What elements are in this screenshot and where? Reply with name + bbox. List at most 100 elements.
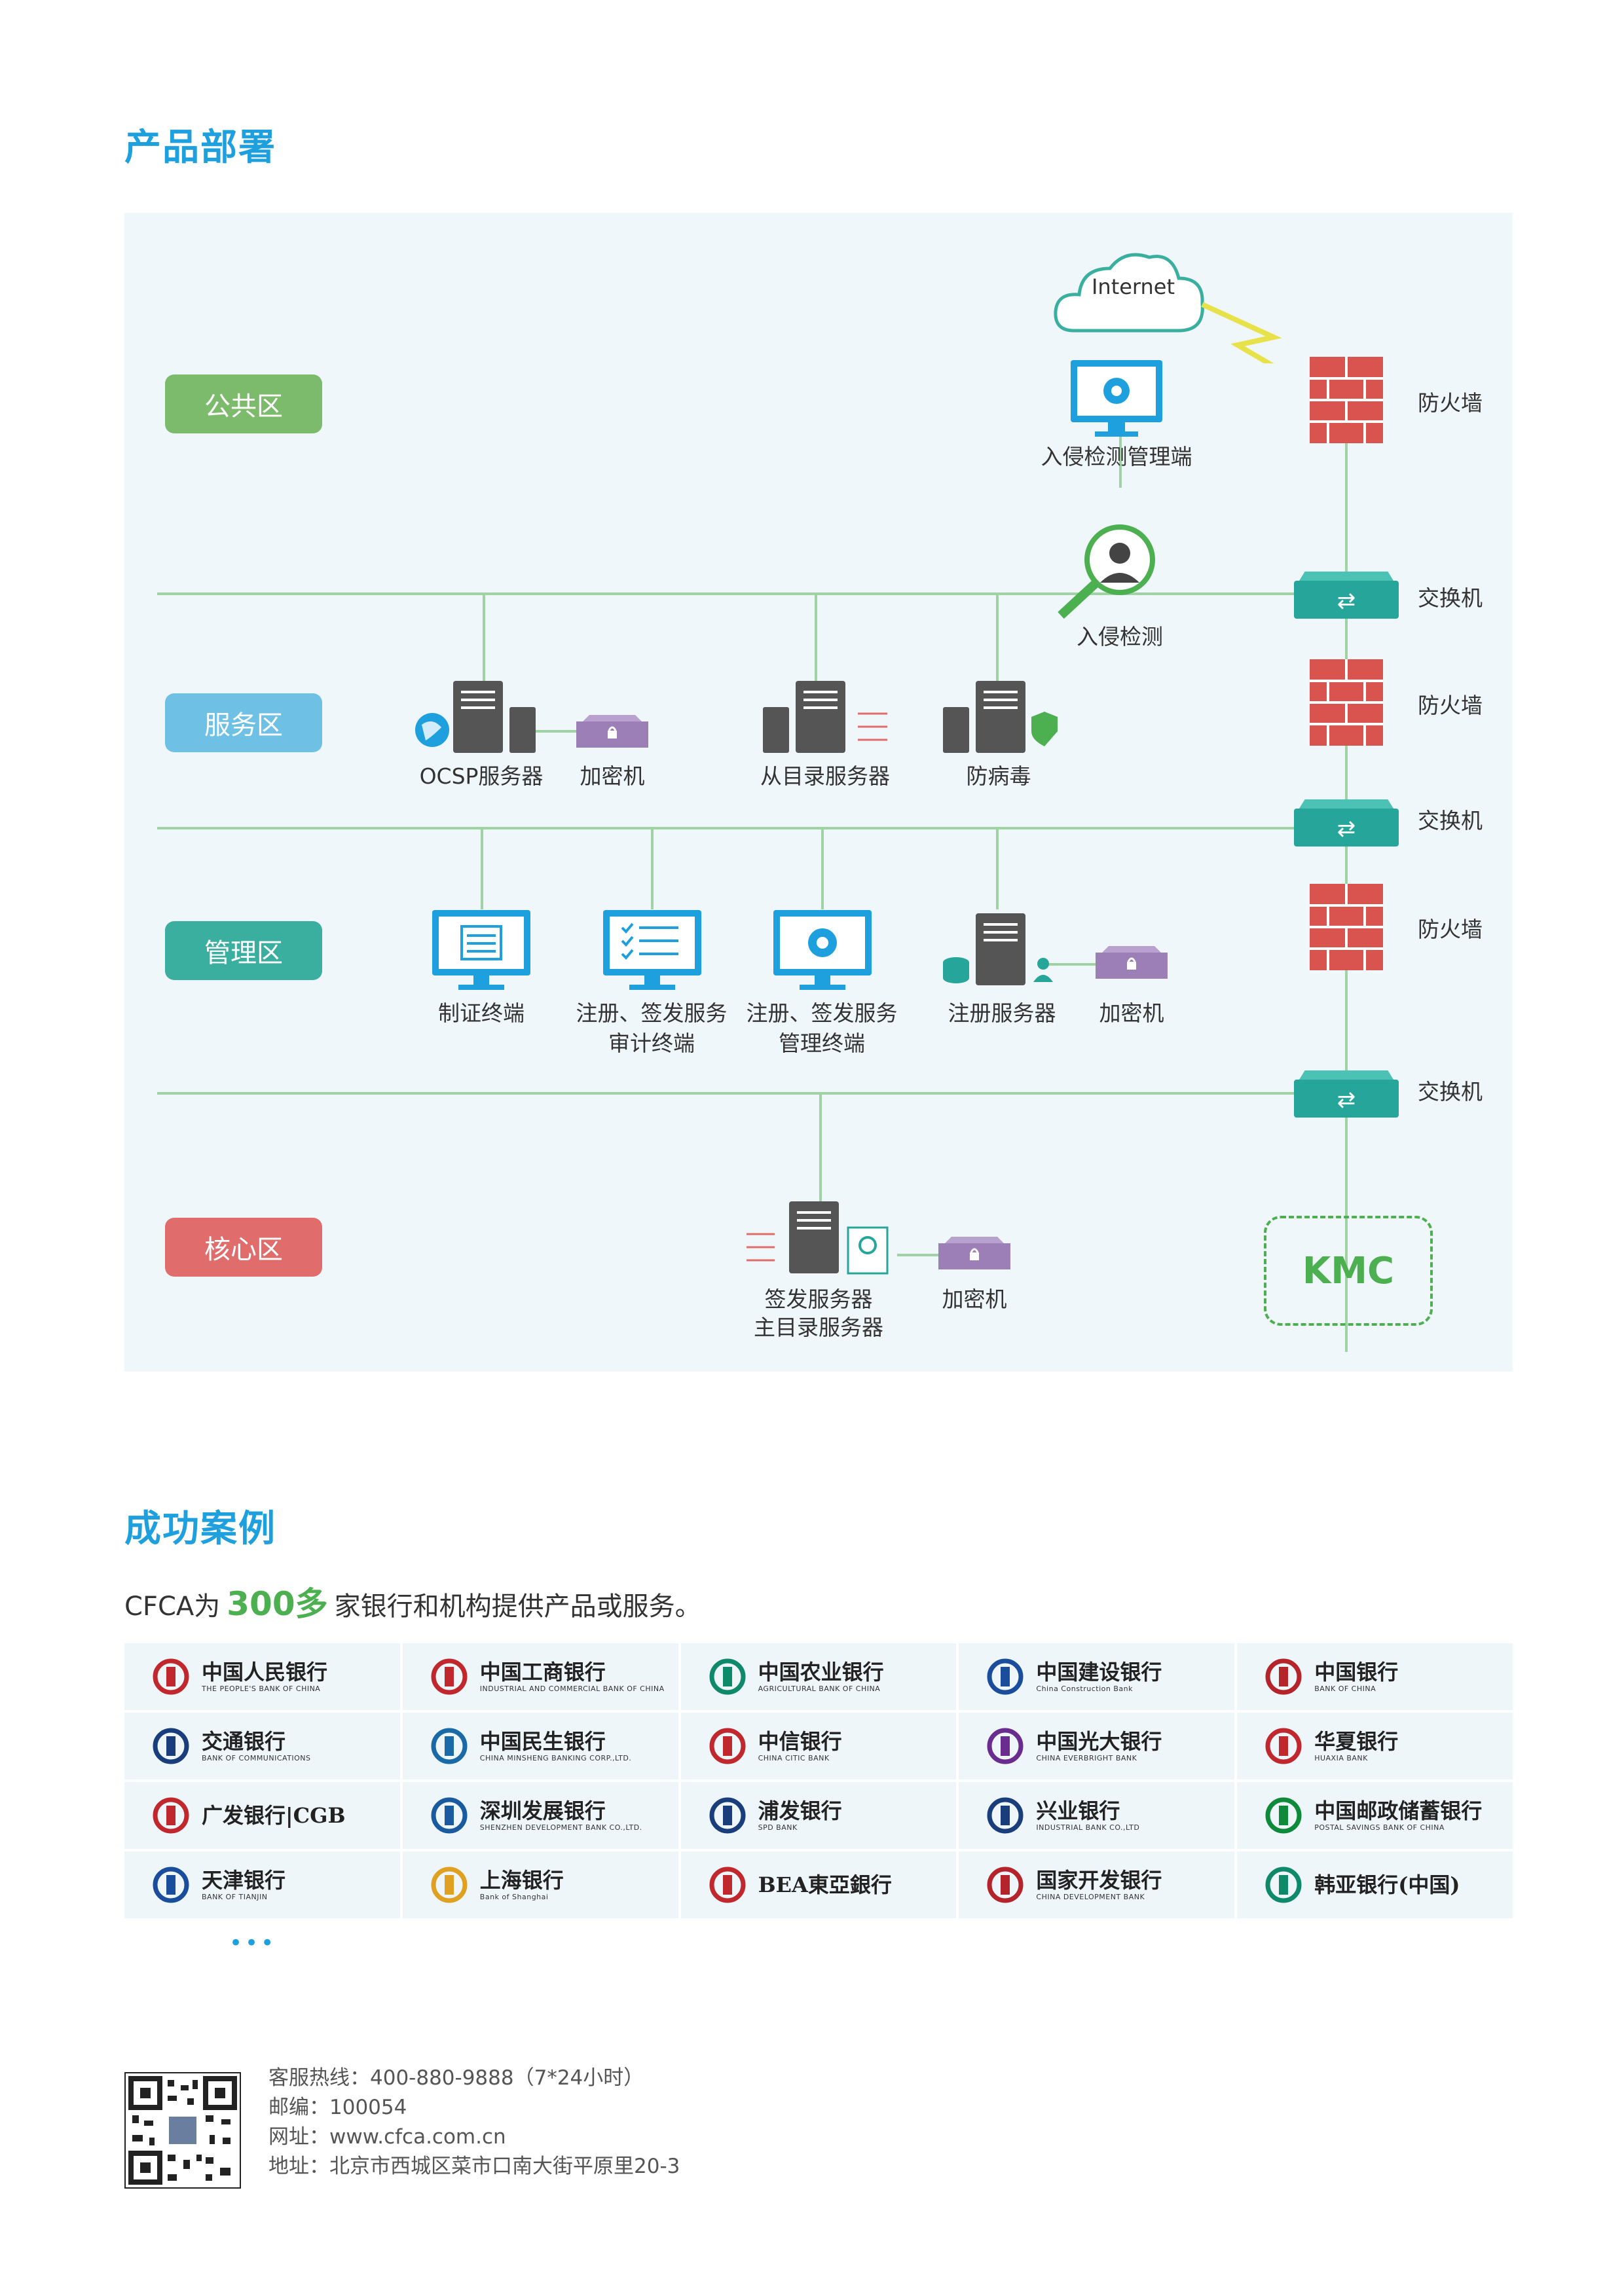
ocsp-hsm-link bbox=[530, 730, 589, 733]
bank-name-cn: 中国人民银行 bbox=[202, 1660, 328, 1685]
server-globe-icon bbox=[415, 681, 536, 753]
bank-name-cn: 中国农业银行 bbox=[758, 1660, 884, 1685]
bank-emblem-icon bbox=[153, 1658, 189, 1695]
bank-emblem-icon bbox=[153, 1797, 189, 1834]
bank-name-en: CHINA MINSHENG BANKING CORP.,LTD. bbox=[479, 1754, 632, 1762]
switch-icon: ⇄ bbox=[1294, 1080, 1399, 1118]
antivirus-label: 防病毒 bbox=[966, 763, 1031, 789]
sign-hsm-link bbox=[897, 1254, 969, 1256]
sign-server-label-1: 签发服务器 bbox=[764, 1286, 873, 1312]
bank-name-en: SHENZHEN DEVELOPMENT BANK CO.,LTD. bbox=[479, 1823, 642, 1832]
bank-emblem-icon bbox=[1265, 1867, 1302, 1903]
list-monitor-icon bbox=[432, 910, 530, 990]
reg-server-label: 注册服务器 bbox=[948, 1000, 1056, 1026]
bank-emblem-icon bbox=[1265, 1728, 1302, 1764]
bank-name-en: POSTAL SAVINGS BANK OF CHINA bbox=[1314, 1823, 1445, 1832]
zone-service: 服务区 bbox=[165, 693, 322, 752]
bank-name-en: SPD BANK bbox=[758, 1823, 798, 1832]
bank-name-cn: 国家开发银行 bbox=[1036, 1868, 1162, 1893]
kmc-box: KMC bbox=[1264, 1216, 1433, 1326]
website-link[interactable]: 网址：www.cfca.com.cn bbox=[268, 2125, 506, 2149]
address: 地址：北京市西城区菜市口南大街平原里20-3 bbox=[268, 2155, 680, 2178]
bank-name-en: INDUSTRIAL BANK CO.,LTD bbox=[1036, 1823, 1140, 1832]
ids-label: 入侵检测 bbox=[1077, 624, 1163, 649]
hotline: 客服热线：400-880-9888（7*24小时） bbox=[268, 2066, 644, 2090]
bank-logo: 韩亚银行(中国) bbox=[1237, 1851, 1513, 1918]
bank-emblem-icon bbox=[431, 1797, 468, 1834]
bank-name-cn: 浦发银行 bbox=[758, 1798, 842, 1823]
bank-name-block: BEA東亞銀行 bbox=[758, 1872, 892, 1897]
ocsp-drop bbox=[483, 592, 485, 684]
bank-name-cn: 上海银行 bbox=[479, 1868, 564, 1893]
bank-emblem-icon bbox=[987, 1797, 1024, 1834]
audit-drop bbox=[651, 827, 654, 909]
cert-drop bbox=[481, 827, 483, 909]
zone-core: 核心区 bbox=[165, 1218, 322, 1277]
reg-hsm-link bbox=[1041, 963, 1107, 966]
gear-monitor-icon bbox=[773, 910, 872, 990]
network-line-3 bbox=[157, 1092, 1329, 1095]
internet-cloud-icon bbox=[1054, 253, 1282, 363]
hsm-icon bbox=[1096, 946, 1168, 979]
bank-emblem-icon bbox=[1265, 1797, 1302, 1834]
bank-emblem-icon bbox=[153, 1728, 189, 1764]
svg-text:⇄: ⇄ bbox=[1337, 816, 1356, 842]
network-line-1 bbox=[157, 592, 1329, 595]
hsm-icon bbox=[576, 715, 648, 748]
bank-name-cn: 韩亚银行(中国) bbox=[1314, 1872, 1460, 1897]
zone-public: 公共区 bbox=[165, 374, 322, 433]
bank-name-en: Bank of Shanghai bbox=[479, 1893, 549, 1901]
server-list-icon bbox=[763, 681, 887, 753]
bank-logo: 广发银行|CGB bbox=[124, 1782, 400, 1849]
bank-name-en: CHINA EVERBRIGHT BANK bbox=[1036, 1754, 1137, 1762]
bank-name-en: BANK OF CHINA bbox=[1314, 1685, 1376, 1693]
bank-emblem-icon bbox=[987, 1728, 1024, 1764]
deployment-diagram: 公共区 服务区 管理区 核心区 Internet 入侵检测管理端 入侵检测 防火… bbox=[124, 213, 1513, 1372]
audit-terminal-label-2: 审计终端 bbox=[608, 1030, 695, 1056]
intro-prefix: CFCA为 bbox=[124, 1592, 221, 1622]
bank-name-cn: 中国邮政储蓄银行 bbox=[1314, 1798, 1483, 1823]
bank-emblem-icon bbox=[431, 1658, 468, 1695]
zone-management: 管理区 bbox=[165, 921, 322, 980]
bank-name-en: China Construction Bank bbox=[1036, 1685, 1133, 1693]
bank-name-cn: 交通银行 bbox=[202, 1729, 286, 1754]
bank-emblem-icon bbox=[1265, 1658, 1302, 1695]
postcode: 邮编：100054 bbox=[268, 2096, 407, 2119]
bank-name-en: CHINA CITIC BANK bbox=[758, 1754, 830, 1762]
svg-text:⇄: ⇄ bbox=[1337, 588, 1356, 614]
ids-console-label: 入侵检测管理端 bbox=[1041, 444, 1192, 469]
intro-suffix: 家银行和机构提供产品或服务。 bbox=[334, 1592, 701, 1622]
antivirus-drop bbox=[996, 592, 999, 684]
server-certificate-icon bbox=[747, 1201, 889, 1275]
bank-name-en: CHINA DEVELOPMENT BANK bbox=[1036, 1893, 1145, 1901]
bank-logo: BEA東亞銀行 bbox=[680, 1851, 957, 1918]
firewall-label-2: 防火墙 bbox=[1418, 693, 1483, 718]
bank-name-cn: 天津银行 bbox=[202, 1868, 286, 1893]
bank-emblem-icon bbox=[153, 1867, 189, 1903]
core-drop bbox=[819, 1092, 822, 1223]
bank-emblem-icon bbox=[709, 1797, 746, 1834]
gear-monitor-icon bbox=[1071, 360, 1162, 437]
more-dots: ••• bbox=[229, 1930, 277, 1956]
firewall-label-1: 防火墙 bbox=[1418, 390, 1483, 416]
bank-emblem-icon bbox=[709, 1728, 746, 1764]
server-database-icon bbox=[943, 913, 1053, 985]
switch-label-2: 交换机 bbox=[1418, 808, 1483, 833]
